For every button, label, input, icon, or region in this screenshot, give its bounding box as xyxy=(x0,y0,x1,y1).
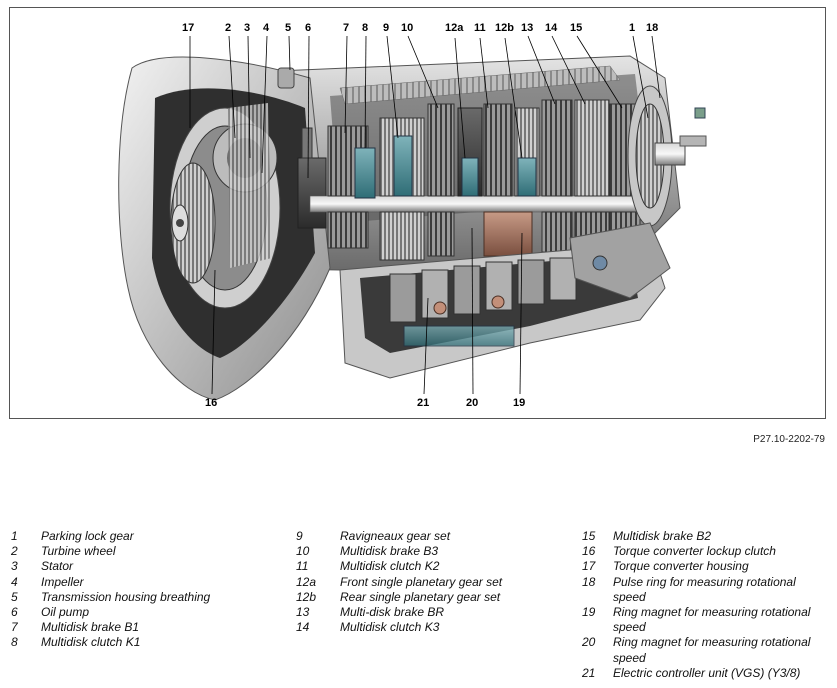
legend-label: Front single planetary gear set xyxy=(340,574,503,589)
legend-label: Ring magnet for measuring rotational spe… xyxy=(613,635,811,665)
callout-10: 10 xyxy=(401,22,414,34)
legend-number: 3 xyxy=(11,559,18,574)
legend-item: 18 Pulse ring for measuring rotational sp… xyxy=(582,575,810,605)
legend-number: 7 xyxy=(11,620,18,635)
legend-item: 15 Multidisk brake B2 xyxy=(582,529,810,544)
legend-item: 1 Parking lock gear xyxy=(11,529,210,544)
legend-label: Ravigneaux gear set xyxy=(340,529,451,543)
callout-14: 14 xyxy=(545,22,558,34)
legend-label: Oil pump xyxy=(41,605,90,620)
legend-label: Multidisk clutch K2 xyxy=(340,559,440,574)
legend-label: Multidisk clutch K3 xyxy=(340,620,440,635)
legend-number: 8 xyxy=(11,635,18,650)
legend-number: 11 xyxy=(296,559,309,574)
callout-2: 2 xyxy=(225,22,232,34)
legend-item: 9 Ravigneaux gear set xyxy=(296,529,502,544)
legend-number: 5 xyxy=(11,589,18,604)
legend-item: 17 Torque converter housing xyxy=(582,559,810,574)
legend-label: Transmission housing breathing xyxy=(41,589,211,604)
callout-18: 18 xyxy=(646,22,659,34)
callout-20: 20 xyxy=(466,397,479,409)
legend-number: 10 xyxy=(296,544,310,559)
legend-label: Multidisk brake B2 xyxy=(613,529,712,543)
legend-number: 20 xyxy=(582,635,596,650)
callout-4: 4 xyxy=(263,22,270,34)
legend-column-2: 9 Ravigneaux gear set 10 Multidisk brake B… xyxy=(296,529,502,635)
legend-number: 1 xyxy=(11,529,18,543)
legend-label: Multidisk clutch K1 xyxy=(41,635,141,650)
legend-item: 21 Electric controller unit (VGS) (Y3/8) xyxy=(582,666,810,681)
callout-6: 6 xyxy=(305,22,312,34)
legend-label: Stator xyxy=(41,559,74,574)
valve-body xyxy=(389,257,577,347)
legend-item: 19 Ring magnet for measuring rotational s… xyxy=(582,605,810,635)
legend-number: 16 xyxy=(582,544,596,559)
legend-number: 21 xyxy=(582,665,596,680)
figure-reference-code: P27.10-2202-79 xyxy=(753,434,825,445)
legend-label: Parking lock gear xyxy=(41,529,134,543)
callout-16: 16 xyxy=(205,397,218,409)
legend-item: 7 Multidisk brake B1 xyxy=(11,620,210,635)
legend-label: Turbine wheel xyxy=(41,544,116,559)
legend-label: Rear single planetary gear set xyxy=(340,589,501,604)
legend-item: 12a Front single planetary gear set xyxy=(296,575,502,590)
legend-number: 14 xyxy=(296,620,310,635)
legend-number: 18 xyxy=(582,574,596,589)
legend-label: Ring magnet for measuring rotational spe… xyxy=(613,605,811,635)
legend-number: 15 xyxy=(582,529,596,543)
legend-item: 14 Multidisk clutch K3 xyxy=(296,620,502,635)
legend-number: 6 xyxy=(11,605,18,620)
legend-label: Pulse ring for measuring rotational spee… xyxy=(613,574,796,604)
legend-item: 13 Multi-disk brake BR xyxy=(296,605,502,620)
callout-11: 11 xyxy=(474,22,486,34)
legend-item: 10 Multidisk brake B3 xyxy=(296,544,502,559)
legend-number: 17 xyxy=(582,559,596,574)
legend-label: Multi-disk brake BR xyxy=(340,605,445,620)
legend-number: 19 xyxy=(582,605,596,620)
legend-number: 13 xyxy=(296,605,310,620)
callout-19: 19 xyxy=(513,397,526,409)
legend-number: 4 xyxy=(11,574,18,589)
legend-label: Electric controller unit (VGS) (Y3/8) xyxy=(613,665,801,680)
legend-item: 12b Rear single planetary gear set xyxy=(296,590,502,605)
callout-1: 1 xyxy=(629,22,636,34)
callout-8: 8 xyxy=(362,22,369,34)
legend-label: Torque converter lockup clutch xyxy=(613,544,776,559)
legend-number: 9 xyxy=(296,529,303,543)
legend-item: 3 Stator xyxy=(11,559,210,574)
legend-number: 2 xyxy=(11,544,18,559)
callout-15: 15 xyxy=(570,22,583,34)
callout-17: 17 xyxy=(182,22,195,34)
legend-item: 5 Transmission housing breathing xyxy=(11,590,210,605)
callout-9: 9 xyxy=(383,22,390,34)
legend-item: 2 Turbine wheel xyxy=(11,544,210,559)
legend-item: 8 Multidisk clutch K1 xyxy=(11,635,210,650)
callout-13: 13 xyxy=(521,22,534,34)
legend-number: 12b xyxy=(296,589,317,604)
legend-label: Impeller xyxy=(41,574,84,589)
legend-number: 12a xyxy=(296,574,317,589)
legend-column-1: 1 Parking lock gear 2 Turbine wheel 3 Stato… xyxy=(11,529,210,651)
legend-item: 4 Impeller xyxy=(11,575,210,590)
legend-item: 16 Torque converter lockup clutch xyxy=(582,544,810,559)
transmission-cutaway-illustration xyxy=(118,35,707,401)
legend-label: Multidisk brake B1 xyxy=(41,620,140,635)
callout-7: 7 xyxy=(343,22,350,34)
callout-12b: 12b xyxy=(495,22,514,34)
legend-label: Torque converter housing xyxy=(613,559,749,574)
callout-3: 3 xyxy=(244,22,251,34)
callout-12a: 12a xyxy=(445,22,464,34)
transmission-figure: 17 2 3 4 5 6 7 8 9 10 12a 11 12b 13 14 1… xyxy=(9,7,826,419)
callout-21: 21 xyxy=(417,397,430,409)
legend-item: 6 Oil pump xyxy=(11,605,210,620)
legend-item: 20 Ring magnet for measuring rotational s… xyxy=(582,635,810,665)
legend-item: 11 Multidisk clutch K2 xyxy=(296,559,502,574)
callout-5: 5 xyxy=(285,22,292,34)
legend-label: Multidisk brake B3 xyxy=(340,544,439,559)
